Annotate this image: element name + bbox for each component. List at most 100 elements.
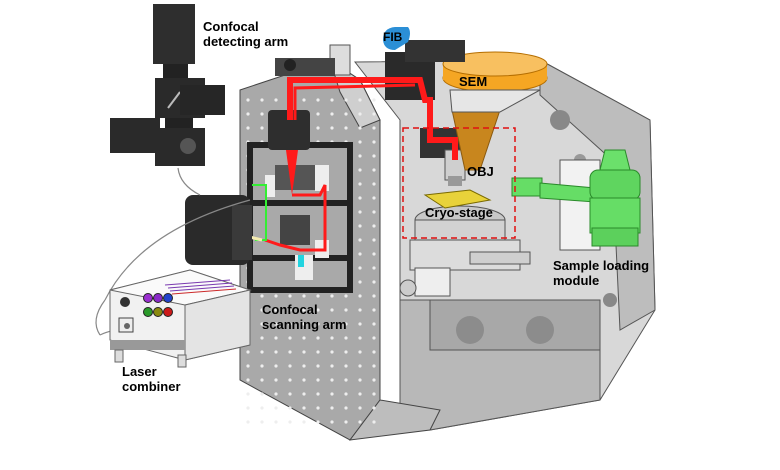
breadboard-hole [358,98,362,102]
breadboard-hole [358,350,362,354]
laser-beam-path [264,77,458,252]
laser-button [153,307,163,317]
breadboard-hole [372,252,376,256]
breadboard-hole [330,336,334,340]
laser-button [163,293,173,303]
breadboard-hole [316,392,320,396]
breadboard-hole [246,126,250,130]
breadboard-hole [260,378,264,382]
laser-button [143,293,153,303]
breadboard-hole [260,420,264,424]
breadboard-hole [316,308,320,312]
cryo-stage-assembly [399,189,531,297]
breadboard-hole [330,308,334,312]
breadboard-hole [316,406,320,410]
breadboard-hole [372,168,376,172]
breadboard-hole [330,378,334,382]
laser-button [143,307,153,317]
breadboard-hole [316,112,320,116]
breadboard-hole [372,196,376,200]
breadboard-hole [274,336,278,340]
breadboard-hole [330,126,334,130]
label-obj: OBJ [467,164,494,179]
breadboard-hole [330,392,334,396]
breadboard-hole [372,294,376,298]
breadboard-hole [246,420,250,424]
breadboard-hole [344,392,348,396]
breadboard-hole [274,378,278,382]
breadboard-hole [274,350,278,354]
breadboard-hole [274,308,278,312]
breadboard-hole [288,364,292,368]
breadboard-hole [316,126,320,130]
breadboard-hole [372,406,376,410]
breadboard-hole [316,294,320,298]
label-sample-loading-module: Sample loading module [553,258,650,288]
breadboard-hole [330,364,334,368]
breadboard-hole [344,350,348,354]
breadboard-hole [372,322,376,326]
breadboard-hole [260,392,264,396]
breadboard-hole [246,364,250,368]
breadboard-hole [372,364,376,368]
breadboard-hole [316,322,320,326]
breadboard-hole [302,392,306,396]
label-cryo-stage: Cryo-stage [425,205,493,220]
sem-column [442,51,548,171]
breadboard-hole [344,112,348,116]
breadboard-hole [274,392,278,396]
breadboard-hole [330,322,334,326]
label-sem: SEM [459,74,488,89]
breadboard-hole [288,392,292,396]
breadboard-hole [344,126,348,130]
breadboard-hole [302,420,306,424]
breadboard-hole [358,168,362,172]
breadboard-hole [372,266,376,270]
breadboard-hole [302,98,306,102]
laser-button-group [143,293,173,317]
breadboard-hole [288,294,292,298]
label-confocal-scanning-arm: Confocal scanning arm [262,302,347,332]
breadboard-hole [372,280,376,284]
breadboard-hole [372,308,376,312]
breadboard-hole [302,308,306,312]
breadboard-hole [372,154,376,158]
breadboard-hole [260,364,264,368]
breadboard-hole [302,336,306,340]
confocal-detecting-arm [110,4,225,166]
laser-housing [185,195,252,265]
breadboard-hole [372,210,376,214]
breadboard-hole [316,420,320,424]
sample-loading-module [511,149,641,247]
breadboard-hole [302,378,306,382]
breadboard-hole [260,406,264,410]
breadboard-hole [372,98,376,102]
breadboard-hole [372,420,376,424]
breadboard-hole [344,98,348,102]
breadboard-hole [372,336,376,340]
fib-assembly [383,27,465,100]
breadboard-hole [246,378,250,382]
breadboard-hole [274,294,278,298]
breadboard-hole [358,294,362,298]
breadboard-hole [344,364,348,368]
breadboard-hole [358,336,362,340]
breadboard-hole [358,126,362,130]
breadboard-hole [358,182,362,186]
breadboard-hole [344,308,348,312]
breadboard-hole [358,252,362,256]
laser-combiner-box [109,269,252,368]
breadboard-hole [372,112,376,116]
breadboard-hole [274,322,278,326]
breadboard-hole [372,350,376,354]
breadboard-hole [246,350,250,354]
breadboard-hole [302,406,306,410]
breadboard-hole [358,224,362,228]
breadboard-hole [316,378,320,382]
breadboard-hole [344,336,348,340]
breadboard-hole [302,350,306,354]
breadboard-hole [358,154,362,158]
breadboard-hole [330,98,334,102]
label-fib: FIB [383,30,403,44]
breadboard-hole [260,294,264,298]
